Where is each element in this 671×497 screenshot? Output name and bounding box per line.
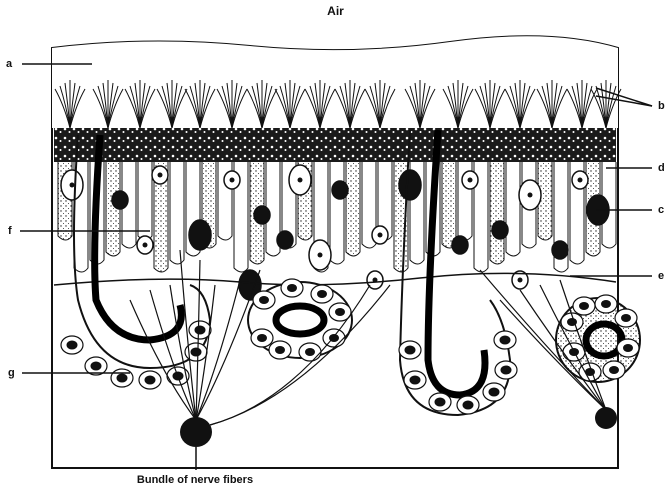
label-d: d — [658, 162, 665, 174]
label-f: f — [8, 225, 12, 237]
label-b: b — [658, 100, 665, 112]
title-air: Air — [0, 4, 671, 18]
label-c: c — [658, 204, 664, 216]
nerve-bundle-left — [180, 417, 212, 447]
label-g: g — [8, 367, 15, 379]
label-a: a — [6, 58, 12, 70]
apical-dark-band — [54, 128, 616, 162]
label-e: e — [658, 270, 664, 282]
nerve-bundle-right — [595, 407, 617, 429]
caption-nerve-fibers: Bundle of nerve fibers — [0, 474, 390, 486]
